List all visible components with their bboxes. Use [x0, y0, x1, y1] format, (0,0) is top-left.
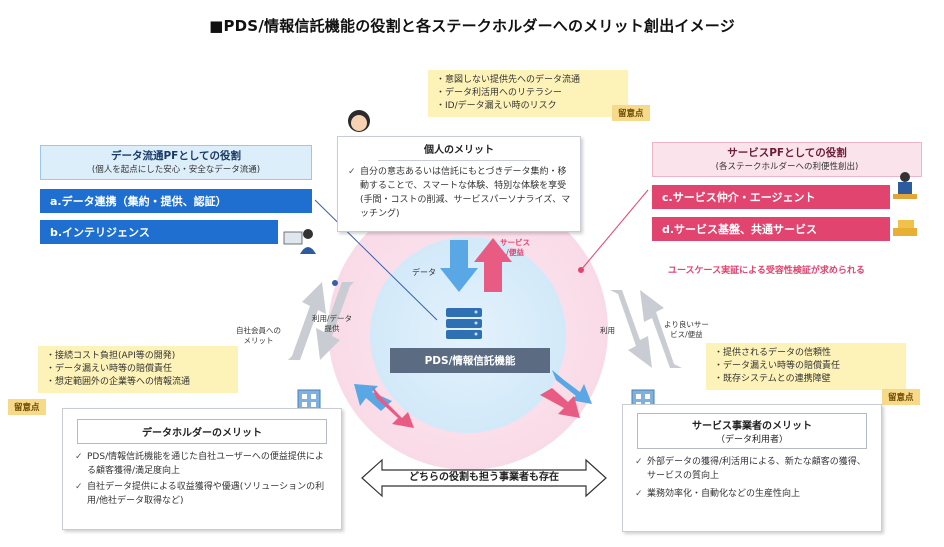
pds-center-label: PDS/情報信託機能 — [390, 348, 550, 373]
holder-benefit-item: PDS/情報信託機能を通じた自社ユーザーへの便益提供による顧客獲得/満足度向上 — [73, 450, 331, 478]
service-pf-role-panel: サービスPFとしての役割 (各ステークホルダーへの利便性創出) c.サービス仲介… — [652, 142, 922, 241]
pink-arrow-right — [540, 388, 580, 418]
blue-arrow-left — [354, 384, 392, 411]
connector-right — [580, 189, 649, 271]
individual-benefit-text: 自分の意志あるいは信託にもとづきデータ集約・移動することで、スマートな体験、特別… — [346, 165, 572, 221]
pink-arrow-left — [372, 386, 414, 428]
right-flow-arrow-2 — [640, 290, 682, 368]
holder-risk-item: 接続コスト負担(API等の開発) — [46, 350, 230, 363]
provider-heading-box: サービス事業者のメリット （データ利用者） — [637, 413, 867, 449]
provider-benefit-item: 業務効率化・自動化などの生産性向上 — [633, 487, 871, 501]
connector-left — [314, 199, 438, 321]
right-inner-flow-label: 利用 — [600, 326, 615, 335]
holder-caution-badge: 留意点 — [8, 399, 46, 415]
data-pf-title-box: データ流通PFとしての役割 (個人を起点にした安心・安全なデータ流通) — [40, 145, 312, 180]
data-arrow-label: データ — [412, 268, 436, 277]
bottom-double-arrow — [361, 458, 607, 498]
right-outer-flow-label: より良いサー ビス/便益 — [664, 320, 709, 339]
individual-risk-note: 意図しない提供先へのデータ流通 データ利活用へのリテラシー ID/データ漏えい時… — [428, 70, 628, 117]
left-outer-flow-label: 自社会員への メリット — [236, 326, 281, 345]
service-arrow-label: サービス /便益 — [500, 238, 530, 257]
holder-heading: データホルダーのメリット — [77, 419, 327, 444]
provider-heading: サービス事業者のメリット — [692, 421, 812, 432]
individual-risk-item: ID/データ漏えい時のリスク — [436, 100, 620, 113]
left-inner-flow-label: 利用/データ 提供 — [312, 314, 353, 333]
both-roles-label: どちらの役割も担う事業者も存在 — [409, 472, 559, 483]
service-pf-bar-d: d.サービス基盤、共通サービス — [652, 217, 890, 241]
right-flow-arrow-1 — [610, 290, 652, 368]
service-pf-title: サービスPFとしての役割 — [727, 147, 847, 159]
service-pf-note: ユースケース実証による受容性検証が求められる — [668, 266, 865, 276]
blue-arrow-right — [552, 370, 592, 404]
individual-heading: 個人のメリット — [378, 137, 540, 161]
provider-benefit-item: 外部データの獲得/利活用による、新たな顧客の獲得、サービスの質向上 — [633, 455, 871, 483]
provider-subheading: （データ利用者） — [715, 435, 788, 445]
service-pf-bar-c: c.サービス仲介・エージェント — [652, 185, 890, 209]
holder-risk-item: データ漏えい時等の賠償責任 — [46, 363, 230, 376]
left-flow-arrow-1 — [288, 282, 326, 360]
individual-caution-badge: 留意点 — [612, 105, 650, 121]
holder-benefit-card: データホルダーのメリット PDS/情報信託機能を通じた自社ユーザーへの便益提供に… — [62, 408, 342, 530]
data-arrow — [440, 240, 478, 292]
data-pf-role-panel: データ流通PFとしての役割 (個人を起点にした安心・安全なデータ流通) a.デー… — [40, 145, 312, 244]
holder-risk-item: 想定範囲外の企業等への情報流通 — [46, 376, 230, 389]
service-pf-title-box: サービスPFとしての役割 (各ステークホルダーへの利便性創出) — [652, 142, 922, 177]
ring-dot-left — [332, 280, 338, 286]
provider-risk-item: データ漏えい時等の賠償責任 — [714, 360, 898, 373]
provider-benefit-card: サービス事業者のメリット （データ利用者） 外部データの獲得/利活用による、新た… — [622, 404, 882, 532]
analyst-person-icon — [283, 229, 316, 254]
data-pf-bar-b: b.インテリジェンス — [40, 220, 278, 244]
data-pf-subtitle: (個人を起点にした安心・安全なデータ流通) — [91, 165, 261, 175]
data-pf-bar-a: a.データ連携（集約・提供、認証） — [40, 189, 312, 213]
holder-benefit-item: 自社データ提供による収益獲得や優遇(ソリューションの利用/他社データ取得など) — [73, 480, 331, 508]
individual-risk-item: データ利活用へのリテラシー — [436, 87, 620, 100]
agent-person-icon — [893, 172, 917, 199]
gold-bars-icon — [893, 220, 917, 236]
left-flow-arrow-2 — [316, 282, 354, 360]
service-arrow — [474, 238, 512, 292]
holder-risk-note: 接続コスト負担(API等の開発) データ漏えい時等の賠償責任 想定範囲外の企業等… — [38, 346, 238, 393]
provider-risk-note: 提供されるデータの信頼性 データ漏えい時等の賠償責任 既存システムとの連携障壁 — [706, 343, 906, 390]
provider-risk-item: 提供されるデータの信頼性 — [714, 347, 898, 360]
provider-caution-badge: 留意点 — [882, 389, 920, 405]
individual-benefit-card: 個人のメリット 自分の意志あるいは信託にもとづきデータ集約・移動することで、スマ… — [337, 136, 581, 232]
data-pf-title: データ流通PFとしての役割 — [110, 150, 242, 162]
individual-risk-item: 意図しない提供先へのデータ流通 — [436, 74, 620, 87]
server-database-icon — [446, 308, 482, 339]
provider-risk-item: 既存システムとの連携障壁 — [714, 373, 898, 386]
page-title: ■PDS/情報信託機能の役割と各ステークホルダーへのメリット創出イメージ — [209, 17, 735, 35]
service-pf-subtitle: (各ステークホルダーへの利便性創出) — [715, 162, 859, 172]
